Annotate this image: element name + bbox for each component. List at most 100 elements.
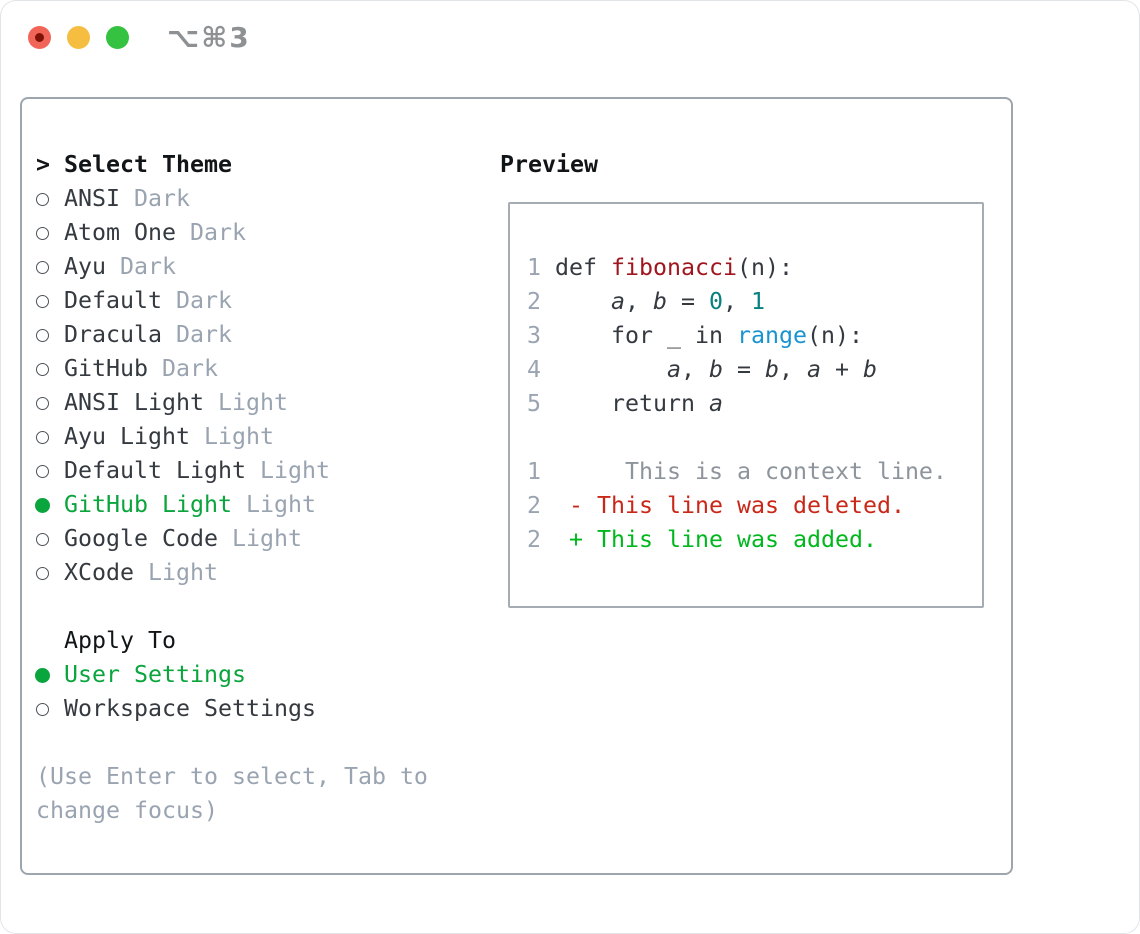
theme-option-ayu-light[interactable]: Ayu Light Light [36,420,428,454]
radio-unselected-icon [36,454,64,488]
line-number: 1 [527,458,541,485]
radio-unselected-icon [36,556,64,590]
code-token-var: a [611,288,625,315]
preview-code-line: 2 a, b = 0, 1 [527,285,947,319]
close-button[interactable] [28,26,51,49]
line-number: 2 [527,526,541,553]
theme-variant-badge: Dark [175,219,246,246]
theme-variant-badge: Light [134,559,218,586]
code-token-plain [541,356,667,383]
theme-variant-badge: Dark [120,185,190,212]
radio-unselected-icon [36,352,64,386]
spacer [36,726,428,760]
code-token-number: 1 [751,288,765,315]
preview-code-line: 1 def fibonacci(n): [527,251,947,285]
preview-code-line: 2 + This line was added. [527,523,947,557]
preview-code-line: 1 This is a context line. [527,455,947,489]
theme-option-label: Atom One [64,219,176,246]
code-token-plain: , [625,288,653,315]
theme-option-dracula[interactable]: Dracula Dark [36,318,428,352]
theme-option-label: Ayu [64,253,106,280]
code-token-plain: (n): [736,254,793,281]
preview-code-line: 3 for _ in range(n): [527,319,947,353]
apply-option-label: User Settings [64,661,246,688]
radio-unselected-icon [36,250,64,284]
code-token-deleted: - This line was deleted. [541,492,905,519]
code-token-var: a [806,356,821,383]
radio-selected-icon [35,658,64,692]
line-number: 2 [527,288,541,315]
theme-variant-badge: Light [203,389,288,416]
code-token-context: This is a context line. [541,458,947,485]
theme-variant-badge: Light [189,423,274,450]
hint-line-1: (Use Enter to select, Tab to [36,763,428,790]
theme-option-label: Dracula [64,321,162,348]
radio-unselected-icon [36,420,64,454]
theme-option-ayu[interactable]: Ayu Dark [36,250,428,284]
theme-variant-badge: Light [231,491,316,518]
spacer [36,590,428,624]
theme-option-google-code[interactable]: Google Code Light [36,522,428,556]
theme-option-default[interactable]: Default Dark [36,284,428,318]
code-token-added: + This line was added. [541,526,877,553]
code-token-var: a [666,356,681,383]
theme-option-default-light[interactable]: Default Light Light [36,454,428,488]
theme-variant-badge: Dark [106,253,176,280]
code-token-plain: , [778,356,807,383]
theme-option-github-light[interactable]: GitHub Light Light [35,488,428,522]
code-token-plain: (n): [806,322,863,349]
theme-option-label: Ayu Light [64,423,190,450]
radio-unselected-icon [36,386,64,420]
code-token-func: fibonacci [611,254,737,281]
apply-option-workspace-settings[interactable]: Workspace Settings [36,692,428,726]
theme-option-label: GitHub [64,355,148,382]
window-title: ⌥⌘3 [167,21,251,54]
radio-unselected-icon [36,182,64,216]
theme-option-xcode[interactable]: XCode Light [36,556,428,590]
radio-unselected-icon [36,318,64,352]
line-number: 1 [527,254,541,281]
line-number: 5 [527,390,541,417]
theme-variant-badge: Dark [161,287,232,314]
code-token-plain [541,254,555,281]
line-number: 3 [527,322,541,349]
prompt-icon: > [36,151,50,178]
code-token-var: b [764,356,779,383]
theme-option-label: GitHub Light [64,491,232,518]
theme-variant-badge: Light [217,525,302,552]
minimize-button[interactable] [67,26,90,49]
code-token-plain [541,288,611,315]
radio-unselected-icon [36,284,64,318]
theme-variant-badge: Dark [161,321,232,348]
code-token-var: b [653,288,667,315]
apply-to-header: Apply To [64,627,176,654]
theme-option-label: Default Light [64,457,246,484]
radio-unselected-icon [36,692,64,726]
code-token-plain: , [723,288,751,315]
hint-line-2: change focus) [36,797,218,824]
code-token-builtin: range [736,322,807,349]
zoom-button[interactable] [106,26,129,49]
theme-option-atom-one[interactable]: Atom One Dark [36,216,428,250]
code-token-var: a [708,390,723,417]
apply-option-label: Workspace Settings [64,695,316,722]
code-token-plain: + [820,356,863,383]
code-token-var: b [708,356,723,383]
theme-option-ansi[interactable]: ANSI Dark [36,182,428,216]
preview-header: Preview [500,151,598,178]
apply-option-user-settings[interactable]: User Settings [35,658,428,692]
preview-code-line: 5 return a [527,387,947,421]
theme-option-github[interactable]: GitHub Dark [36,352,428,386]
code-token-number: 0 [709,288,723,315]
select-theme-header: >Select Theme [36,148,428,182]
theme-variant-badge: Light [245,457,330,484]
code-token-plain: = [722,356,765,383]
theme-option-label: Google Code [64,525,218,552]
theme-option-ansi-light[interactable]: ANSI Light Light [36,386,428,420]
theme-option-label: Default [64,287,162,314]
theme-option-label: XCode [64,559,134,586]
